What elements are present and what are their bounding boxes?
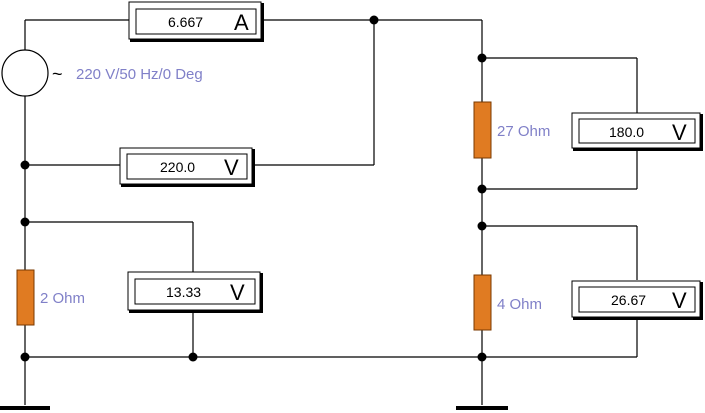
voltmeter-supply-value: 220.0 xyxy=(160,159,195,175)
resistor-4-ohm-label: 4 Ohm xyxy=(497,296,542,313)
voltmeter-supply: 220.0 V xyxy=(119,147,255,187)
junction-nodes xyxy=(20,15,487,362)
ac-source: ~ 220 V/50 Hz/0 Deg xyxy=(1,49,203,97)
resistor-27-ohm xyxy=(473,101,492,159)
voltmeter-r27-value: 180.0 xyxy=(609,124,644,140)
ammeter: 6.667 A xyxy=(128,1,264,42)
voltmeter-r4-value: 26.67 xyxy=(611,292,646,308)
resistor-27-ohm-label: 27 Ohm xyxy=(497,123,550,140)
ac-symbol: ~ xyxy=(52,64,63,84)
voltmeter-supply-unit: V xyxy=(224,155,239,180)
voltmeter-r2: 13.33 V xyxy=(127,271,263,313)
resistor-2-ohm-label: 2 Ohm xyxy=(40,290,85,307)
ac-source-icon xyxy=(1,49,49,97)
voltmeter-r2-value: 13.33 xyxy=(166,284,201,300)
resistor-4-ohm xyxy=(473,274,492,331)
ammeter-value: 6.667 xyxy=(168,14,203,30)
voltmeter-r27: 180.0 V xyxy=(571,112,703,151)
voltmeter-r2-unit: V xyxy=(230,280,245,305)
resistor-2-ohm xyxy=(16,269,35,326)
voltmeter-r4-unit: V xyxy=(672,288,687,313)
voltmeter-r4: 26.67 V xyxy=(571,280,703,320)
source-label: 220 V/50 Hz/0 Deg xyxy=(76,66,203,83)
voltmeter-r27-unit: V xyxy=(672,120,687,145)
ammeter-unit: A xyxy=(234,10,249,35)
